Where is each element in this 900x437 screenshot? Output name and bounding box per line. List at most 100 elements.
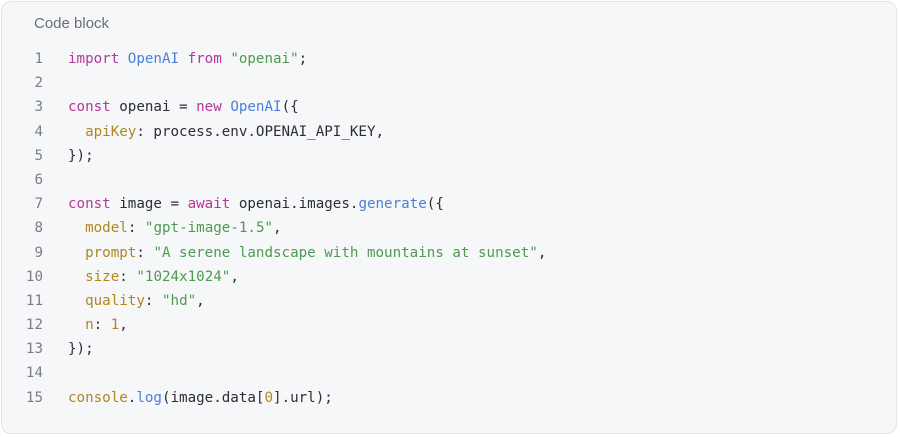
token-plain: : bbox=[93, 317, 111, 334]
code-line: 2 bbox=[2, 71, 896, 95]
line-source: model: "gpt-image-1.5", bbox=[43, 216, 896, 240]
token-plain: , bbox=[537, 244, 547, 261]
token-prop: size bbox=[85, 268, 120, 285]
token-plain bbox=[68, 269, 85, 285]
token-plain: . bbox=[127, 389, 137, 406]
line-number: 11 bbox=[25, 292, 43, 309]
line-source: }); bbox=[43, 144, 896, 168]
token-prop: n bbox=[85, 317, 94, 334]
line-number: 4 bbox=[34, 123, 43, 140]
token-fn: OpenAI bbox=[230, 99, 282, 116]
line-number: 15 bbox=[25, 389, 43, 406]
token-kw: const bbox=[68, 99, 111, 116]
token-plain bbox=[68, 220, 85, 236]
token-plain: ({ bbox=[426, 196, 444, 213]
code-line: 5}); bbox=[2, 144, 896, 168]
token-plain bbox=[68, 317, 85, 333]
line-number: 6 bbox=[34, 171, 43, 188]
token-plain: (image.data[ bbox=[161, 389, 265, 406]
token-kw: await bbox=[187, 196, 231, 213]
token-plain: }); bbox=[68, 147, 94, 164]
token-prop: model bbox=[85, 220, 128, 237]
token-plain: openai.images. bbox=[230, 196, 359, 213]
line-source bbox=[43, 168, 896, 192]
line-source: const image = await openai.images.genera… bbox=[43, 192, 896, 216]
token-plain: : bbox=[119, 268, 137, 285]
token-plain bbox=[119, 51, 128, 67]
token-kw: const bbox=[68, 196, 111, 213]
token-plain: ].url); bbox=[273, 389, 333, 406]
token-plain: : bbox=[144, 292, 162, 309]
token-plain: }); bbox=[68, 341, 94, 358]
token-plain: image = bbox=[110, 196, 188, 213]
line-source: n: 1, bbox=[43, 313, 896, 337]
token-plain: , bbox=[230, 268, 239, 285]
token-str: "A serene landscape with mountains at su… bbox=[153, 244, 538, 261]
token-prop: quality bbox=[85, 292, 145, 309]
token-str: "hd" bbox=[161, 292, 197, 309]
token-plain: : bbox=[127, 220, 145, 237]
line-number: 7 bbox=[34, 196, 43, 213]
line-source: const openai = new OpenAI({ bbox=[43, 95, 896, 119]
token-kw: new bbox=[196, 99, 222, 116]
line-number: 5 bbox=[34, 147, 43, 164]
code-line: 14 bbox=[2, 361, 896, 385]
code-line: 11 quality: "hd", bbox=[2, 289, 896, 313]
token-num: 0 bbox=[264, 389, 274, 406]
token-plain: , bbox=[273, 220, 282, 237]
line-number: 14 bbox=[25, 365, 43, 382]
line-source bbox=[43, 361, 896, 385]
line-source: prompt: "A serene landscape with mountai… bbox=[43, 241, 896, 265]
code-line: 13}); bbox=[2, 337, 896, 361]
line-source: }); bbox=[43, 337, 896, 361]
token-fn: log bbox=[136, 389, 162, 406]
token-plain: ({ bbox=[281, 99, 299, 116]
token-plain bbox=[68, 124, 85, 140]
token-prop: prompt bbox=[85, 244, 137, 261]
line-number: 12 bbox=[25, 317, 43, 334]
token-plain bbox=[179, 51, 188, 67]
code-line: 12 n: 1, bbox=[2, 313, 896, 337]
token-plain: : process.env.OPENAI_API_KEY, bbox=[136, 123, 385, 140]
line-source: size: "1024x1024", bbox=[43, 265, 896, 289]
token-plain: openai = bbox=[110, 99, 197, 116]
token-fn: generate bbox=[358, 196, 427, 213]
line-number: 1 bbox=[34, 51, 43, 67]
token-str: "1024x1024" bbox=[136, 268, 231, 285]
line-source: import OpenAI from "openai"; bbox=[43, 47, 896, 71]
code-line: 8 model: "gpt-image-1.5", bbox=[2, 216, 896, 240]
token-str: "gpt-image-1.5" bbox=[144, 220, 274, 237]
token-plain bbox=[68, 293, 85, 309]
token-prop: console bbox=[68, 389, 128, 406]
token-plain bbox=[68, 245, 85, 261]
code-block-title: Code block bbox=[34, 15, 110, 32]
token-plain: ; bbox=[298, 51, 308, 67]
token-str: "openai" bbox=[230, 51, 299, 67]
line-source bbox=[43, 71, 896, 95]
line-number: 2 bbox=[34, 75, 43, 92]
token-kw: from bbox=[187, 51, 222, 67]
line-number: 3 bbox=[34, 99, 43, 116]
token-kw: import bbox=[68, 51, 120, 67]
code-line: 9 prompt: "A serene landscape with mount… bbox=[2, 241, 896, 265]
token-fn: OpenAI bbox=[127, 51, 180, 67]
token-plain: , bbox=[119, 317, 128, 334]
line-source: console.log(image.data[0].url); bbox=[43, 386, 896, 410]
code-line: 6 bbox=[2, 168, 896, 192]
line-source: quality: "hd", bbox=[43, 289, 896, 313]
line-number: 9 bbox=[34, 244, 43, 261]
line-source: apiKey: process.env.OPENAI_API_KEY, bbox=[43, 120, 896, 144]
token-num: 1 bbox=[110, 317, 120, 334]
token-plain: , bbox=[196, 292, 205, 309]
line-number: 10 bbox=[25, 268, 43, 285]
line-number: 13 bbox=[25, 341, 43, 358]
token-prop: apiKey bbox=[85, 123, 137, 140]
code-line: 10 size: "1024x1024", bbox=[2, 265, 896, 289]
line-number: 8 bbox=[34, 220, 43, 237]
